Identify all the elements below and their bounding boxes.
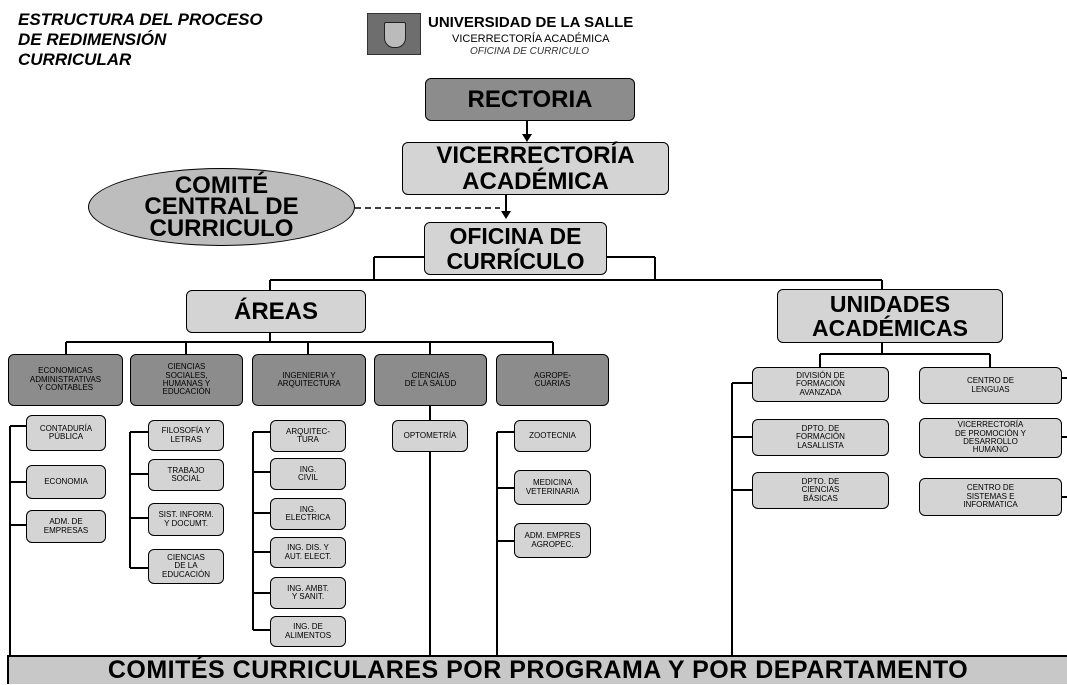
program-box: ARQUITEC- TURA xyxy=(270,420,346,452)
program-box: ING. CIVIL xyxy=(270,458,346,490)
vicerrectoria-box: VICERRECTORÍA ACADÉMICA xyxy=(402,142,669,195)
program-box: TRABAJO SOCIAL xyxy=(148,459,224,491)
program-box: OPTOMETRÍA xyxy=(392,420,468,452)
program-box: MEDICINA VETERINARIA xyxy=(514,470,591,505)
unidad-box: CENTRO DE LENGUAS xyxy=(919,367,1062,404)
university-name: UNIVERSIDAD DE LA SALLE xyxy=(428,14,634,31)
unidad-box: DIVISIÓN DE FORMACIÓN AVANZADA xyxy=(752,367,889,402)
program-box: CIENCIAS DE LA EDUCACIÓN xyxy=(148,549,224,584)
program-box: ING. DIS. Y AUT. ELECT. xyxy=(270,537,346,568)
unidad-box: DPTO. DE FORMACIÓN LASALLISTA xyxy=(752,419,889,456)
vice-name: VICERRECTORÍA ACADÉMICA xyxy=(452,33,610,45)
area-ingenieria: INGENIERIA Y ARQUITECTURA xyxy=(252,354,366,406)
shield-icon xyxy=(384,22,406,48)
footer-banner: COMITÉS CURRICULARES POR PROGRAMA Y POR … xyxy=(7,655,1067,684)
area-salud: CIENCIAS DE LA SALUD xyxy=(374,354,487,406)
oficina-curriculo-box: OFICINA DE CURRÍCULO xyxy=(424,222,607,275)
program-box: ZOOTECNIA xyxy=(514,420,591,452)
areas-box: ÁREAS xyxy=(186,290,366,333)
program-box: FILOSOFÍA Y LETRAS xyxy=(148,420,224,451)
program-box: CONTADURÍA PÚBLICA xyxy=(26,415,106,451)
unidad-box: DPTO. DE CIENCIAS BÁSICAS xyxy=(752,472,889,509)
university-logo xyxy=(367,13,421,55)
program-box: ING. AMBT. Y SANIT. xyxy=(270,577,346,609)
office-name: OFICINA DE CURRICULO xyxy=(470,46,590,57)
comite-central-ellipse: COMITÉ CENTRAL DE CURRICULO xyxy=(88,168,355,246)
rectoria-box: RECTORIA xyxy=(425,78,635,121)
program-box: SIST. INFORM. Y DOCUMT. xyxy=(148,503,224,536)
program-box: ECONOMIA xyxy=(26,465,106,499)
chart-title: ESTRUCTURA DEL PROCESO DE REDIMENSIÓN CU… xyxy=(18,10,263,69)
unidad-box: CENTRO DE SISTEMAS E INFORMATICA xyxy=(919,478,1062,516)
program-box: ING. DE ALIMENTOS xyxy=(270,616,346,647)
program-box: ADM. DE EMPRESAS xyxy=(26,510,106,543)
area-economicas: ECONOMICAS ADMINISTRATIVAS Y CONTABLES xyxy=(8,354,123,406)
area-ciencias-sociales: CIENCIAS SOCIALES, HUMANAS Y EDUCACIÓN xyxy=(130,354,243,406)
program-box: ADM. EMPRES AGROPEC. xyxy=(514,523,591,558)
program-box: ING. ELECTRICA xyxy=(270,498,346,530)
unidades-academicas-box: UNIDADES ACADÉMICAS xyxy=(777,289,1003,343)
unidad-box: VICERRECTORÍA DE PROMOCIÓN Y DESARROLLO … xyxy=(919,418,1062,458)
area-agropecuarias: AGROPE- CUARIAS xyxy=(496,354,609,406)
